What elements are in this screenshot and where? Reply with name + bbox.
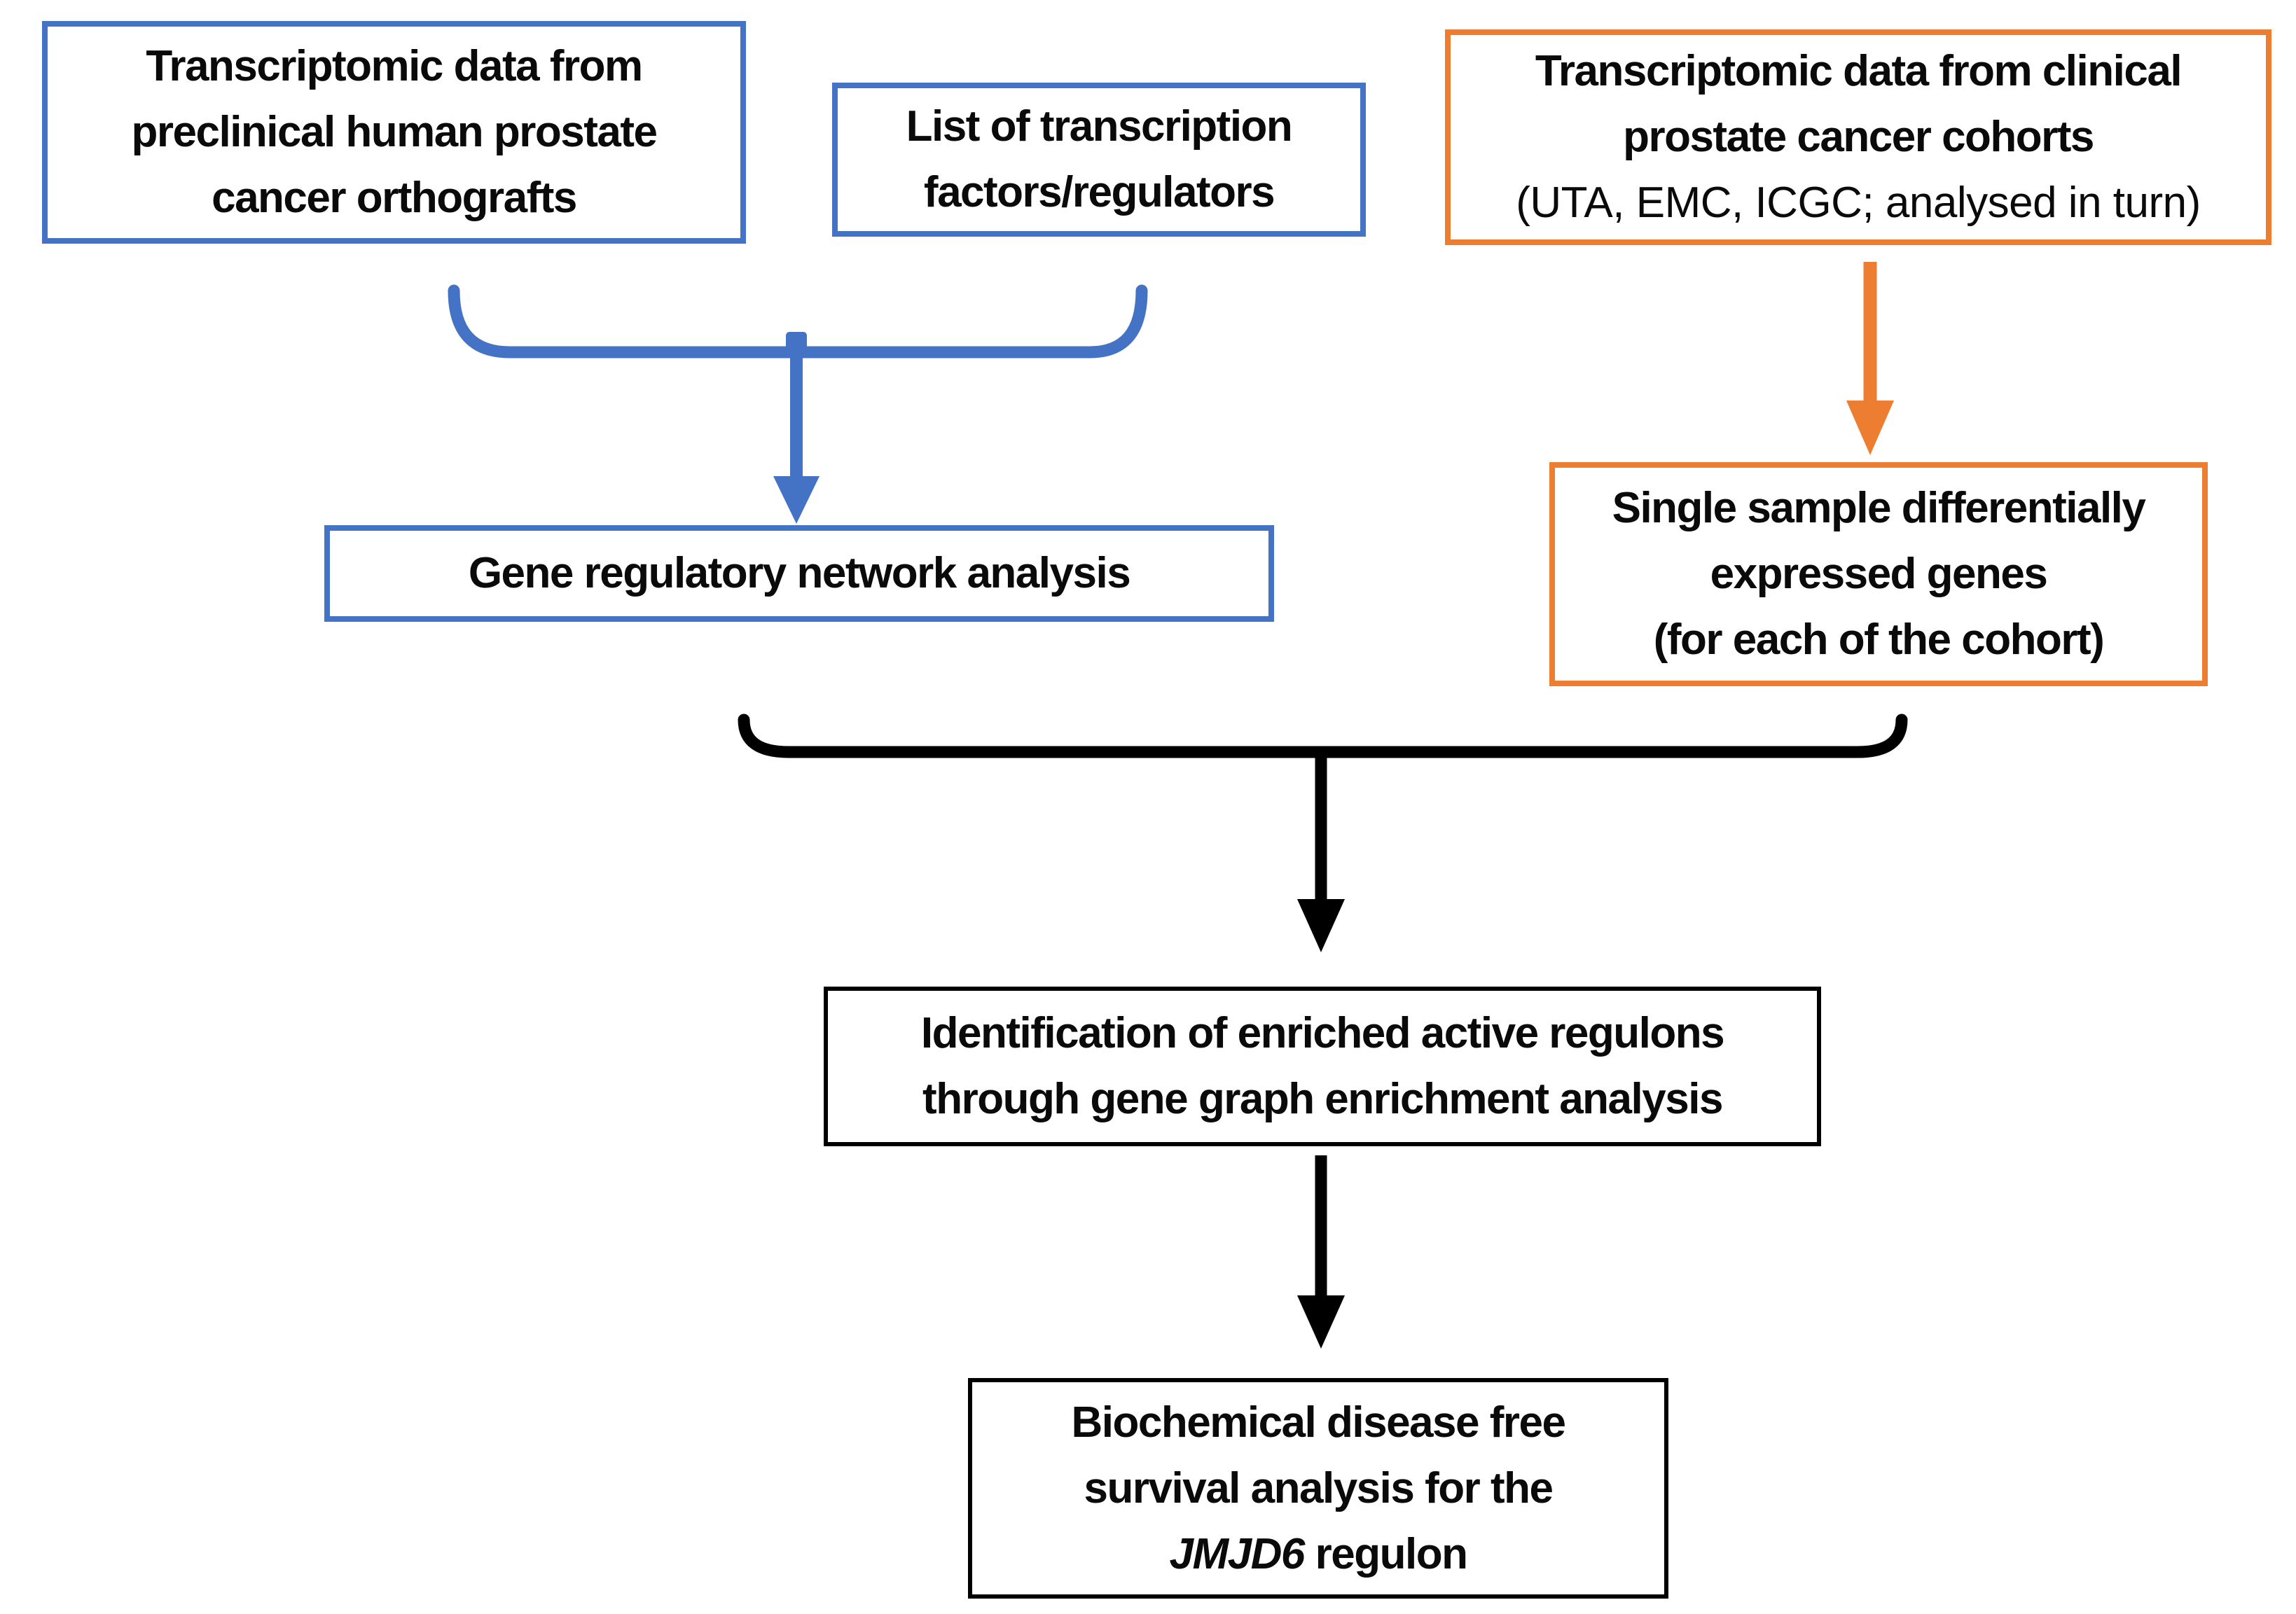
black-merge-arrowhead-icon (1297, 899, 1345, 952)
box-enriched-regulons-line2: through gene graph enrichment analysis (922, 1075, 1723, 1123)
black-flow-arrowhead-icon (1297, 1295, 1345, 1349)
box-enriched-regulons: Identification of enriched active regulo… (824, 987, 1821, 1146)
box-single-sample-degs-line1: Single sample differentially (1612, 484, 2146, 532)
box-preclinical-orthografts: Transcriptomic data from preclinical hum… (42, 21, 746, 244)
box-clinical-cohorts-line1: Transcriptomic data from clinical (1535, 47, 2183, 95)
box-preclinical-orthografts-line1: Transcriptomic data from (146, 42, 643, 90)
box-single-sample-degs: Single sample differentially expressed g… (1549, 462, 2208, 686)
box-clinical-cohorts-line2: prostate cancer cohorts (1623, 113, 2094, 161)
gene-name-jmjd6: JMJD6 (1169, 1529, 1306, 1578)
box-transcription-factors-line1: List of transcription (906, 102, 1293, 151)
box-preclinical-orthografts-line2: preclinical human prostate (131, 108, 658, 156)
box-clinical-cohorts: Transcriptomic data from clinical prosta… (1445, 29, 2271, 245)
blue-merge-arrowhead-icon (773, 476, 819, 524)
box-clinical-cohorts-line3: (UTA, EMC, ICGC; analysed in turn) (1516, 179, 2201, 227)
box-survival-analysis-line2: survival analysis for the (1084, 1463, 1554, 1512)
box-single-sample-degs-line3: (for each of the cohort) (1653, 615, 2105, 664)
orange-flow-arrowhead-icon (1846, 401, 1894, 455)
box-transcription-factors-line2: factors/regulators (923, 168, 1275, 216)
box-enriched-regulons-line1: Identification of enriched active regulo… (920, 1009, 1725, 1057)
box-grn-analysis-line1: Gene regulatory network analysis (468, 549, 1131, 597)
box-survival-analysis: Biochemical disease free survival analys… (968, 1378, 1668, 1599)
box-preclinical-orthografts-line3: cancer orthografts (212, 174, 577, 222)
regulon-suffix: regulon (1303, 1529, 1468, 1578)
blue-brace-center-tab (786, 332, 807, 354)
box-transcription-factors: List of transcription factors/regulators (832, 83, 1366, 237)
box-grn-analysis: Gene regulatory network analysis (324, 525, 1274, 622)
box-survival-analysis-line1: Biochemical disease free (1071, 1398, 1566, 1447)
box-single-sample-degs-line2: expressed genes (1710, 550, 2048, 598)
box-survival-analysis-line3: JMJD6 regulon (1169, 1522, 1468, 1587)
black-merge-brace (738, 714, 1908, 758)
